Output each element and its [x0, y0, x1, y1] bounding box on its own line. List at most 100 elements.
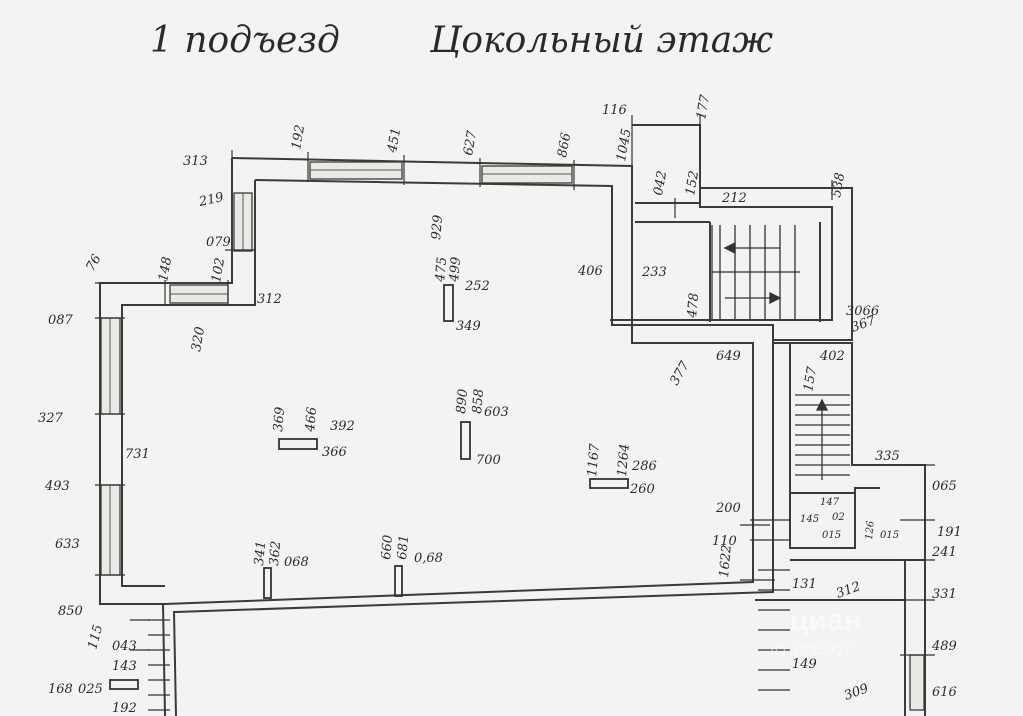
dim-label: 145 [800, 514, 819, 525]
dim-label: 177 [694, 93, 713, 121]
dim-label: 149 [792, 657, 817, 672]
dim-label: 015 [880, 530, 899, 541]
dim-label: 1167 [585, 442, 603, 477]
dim-label: 76 [83, 252, 104, 274]
dim-label: 102 [209, 257, 228, 284]
dim-label: 148 [156, 256, 175, 283]
dim-label: 313 [183, 154, 208, 169]
dim-label: 131 [792, 577, 817, 592]
dimension-ticks [95, 115, 935, 656]
wall-outer [161, 157, 754, 716]
dim-label: 858 [470, 388, 487, 414]
dim-label: 192 [289, 124, 308, 151]
dim-label: 233 [641, 265, 667, 280]
dim-label: 02 [832, 512, 845, 523]
dim-label: 312 [257, 292, 282, 307]
dim-label: 478 [685, 292, 702, 319]
dim-label: 331 [932, 587, 957, 602]
dim-label: 087 [48, 313, 74, 328]
dim-label: 366 [322, 445, 347, 460]
dim-label: 660 [379, 534, 396, 560]
dim-label: 312 [834, 579, 862, 602]
dim-label: 065 [932, 479, 957, 494]
dim-label: 850 [58, 604, 83, 619]
dim-label: 475 [433, 256, 450, 283]
dim-label: 499 [447, 256, 464, 283]
dim-label: 252 [464, 279, 490, 294]
watermark-brand: циан [790, 604, 862, 637]
dim-label: 335 [875, 449, 900, 464]
wall-stub [394, 565, 403, 597]
dim-label: 341 [252, 540, 269, 566]
column [278, 438, 318, 450]
wall-stub [263, 567, 272, 599]
dim-label: 377 [667, 358, 693, 388]
dim-label: 260 [629, 482, 655, 497]
dim-label: 191 [937, 525, 962, 540]
dim-label: 1264 [615, 443, 633, 477]
dim-label: 362 [267, 540, 284, 566]
dim-label: 3066 [846, 304, 879, 319]
dim-label: 079 [206, 235, 231, 250]
dim-label: 633 [55, 537, 80, 552]
dim-label: 241 [931, 545, 957, 560]
dim-label: 025 [78, 682, 103, 697]
dim-label: 115 [85, 623, 106, 651]
dim-label: 116 [602, 103, 627, 118]
plan-title: 1 подъезд Цокольный этаж [150, 20, 773, 61]
corridor-east-inner [773, 342, 880, 549]
columns [109, 284, 629, 690]
dim-label: 627 [461, 129, 480, 157]
dim-label: 538 [829, 172, 848, 199]
dim-label: 929 [429, 214, 446, 240]
dim-label: 700 [476, 453, 501, 468]
dim-label: 402 [819, 349, 845, 364]
dim-label: 681 [395, 534, 412, 560]
column [589, 478, 629, 489]
stair-flight-ne [711, 225, 800, 320]
title-floor: Цокольный этаж [429, 20, 773, 61]
dim-label: 212 [721, 191, 747, 206]
dim-label: 126 [864, 520, 877, 541]
column [443, 284, 454, 322]
dim-label: 649 [716, 349, 741, 364]
stair-flight-east [795, 394, 850, 480]
wall-west-inner [121, 180, 256, 587]
dim-label: 866 [555, 132, 574, 159]
dim-label: 493 [44, 479, 70, 494]
dimension-labels: 313 192 451 627 866 116 1045 177 219 079… [38, 93, 962, 716]
dim-label: 890 [454, 388, 471, 414]
window [909, 654, 925, 711]
dim-label: 286 [631, 459, 657, 474]
dim-label: 392 [330, 419, 355, 434]
dim-label: 068 [284, 555, 309, 570]
dim-label: 466 [303, 406, 320, 433]
dim-label: 309 [842, 681, 870, 704]
dim-label: 168 [48, 682, 73, 697]
corridor-east [790, 342, 926, 716]
dim-label: 157 [801, 365, 820, 393]
column [109, 679, 139, 690]
dim-label: 603 [484, 405, 509, 420]
watermark: циан ID 1235927 [770, 604, 862, 659]
dim-label: 192 [112, 701, 137, 716]
stair-flight-sw [148, 619, 170, 711]
wall-inner [172, 179, 774, 716]
dim-label: 110 [712, 534, 737, 549]
dim-label: 043 [112, 639, 137, 654]
watermark-id: ID 1235927 [770, 642, 853, 659]
column [460, 421, 471, 460]
dim-label: 015 [822, 530, 841, 541]
title-entrance: 1 подъезд [150, 20, 340, 61]
dim-label: 406 [577, 264, 603, 279]
dim-label: 731 [125, 447, 150, 462]
dim-label: 1622 [717, 544, 735, 578]
dim-label: 320 [189, 326, 208, 353]
dim-label: 219 [197, 190, 225, 210]
stair-flight-se [750, 519, 790, 691]
dim-label: 327 [38, 411, 64, 426]
dim-label: 1045 [614, 127, 635, 162]
dim-label: 616 [932, 685, 957, 700]
stair-block-ne-outer [700, 187, 853, 341]
